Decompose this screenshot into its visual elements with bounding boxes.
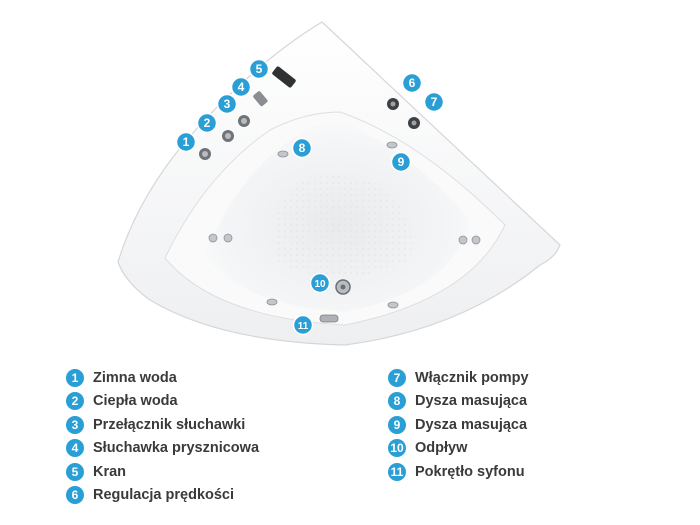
diagram-marker-number-2: 2	[204, 116, 211, 130]
speed-regulator-knob	[387, 98, 399, 110]
diagram-marker-number-3: 3	[224, 97, 231, 111]
callout-label-6: Regulacja prędkości	[93, 487, 235, 504]
legend-item-1: 1 Zimna woda	[66, 366, 259, 390]
callout-label-1: Zimna woda	[93, 369, 177, 386]
callout-number-6: 6	[66, 486, 84, 505]
diagram-marker-4: 4	[230, 76, 252, 98]
cold-water-knob	[199, 148, 211, 160]
hot-water-knob	[222, 130, 234, 142]
callout-number-1: 1	[66, 368, 84, 387]
drain	[335, 279, 351, 295]
diagram-marker-number-11: 11	[298, 321, 309, 332]
callout-number-4: 4	[66, 439, 84, 458]
diagram-marker-11: 11	[292, 314, 314, 336]
callout-label-8: Dysza masująca	[415, 393, 528, 410]
callout-label-10: Odpływ	[415, 440, 468, 457]
callout-number-5: 5	[66, 462, 84, 481]
callout-label-9: Dysza masująca	[415, 416, 528, 433]
legend-item-6: 6 Regulacja prędkości	[66, 484, 259, 508]
tap-spout	[272, 66, 296, 88]
callout-label-4: Słuchawka prysznicowa	[93, 440, 260, 457]
handset-switch-knob	[238, 115, 250, 127]
callout-number-10: 10	[388, 439, 406, 458]
legend-item-11: 11 Pokrętło syfonu	[388, 460, 529, 484]
legend-right-column: 7 Włącznik pompy 8 Dysza masująca 9 Dysz…	[388, 366, 529, 484]
siphon-knob	[319, 314, 339, 323]
pump-switch-knob	[408, 117, 420, 129]
diagram-marker-5: 5	[248, 58, 270, 80]
diagram-marker-number-8: 8	[299, 141, 306, 155]
callout-label-5: Kran	[93, 463, 127, 480]
shower-handset	[253, 91, 268, 107]
legend-item-5: 5 Kran	[66, 460, 259, 484]
callout-number-8: 8	[388, 392, 406, 411]
legend-item-2: 2 Ciepła woda	[66, 390, 259, 414]
diagram-marker-number-5: 5	[256, 62, 263, 76]
callout-number-9: 9	[388, 415, 406, 434]
massage-jet-bottom-right	[387, 301, 399, 309]
diagram-marker-number-10: 10	[314, 279, 326, 290]
massage-jet-left	[208, 233, 233, 243]
callout-number-11: 11	[388, 462, 406, 481]
legend-item-7: 7 Włącznik pompy	[388, 366, 529, 390]
legend-left-column: 1 Zimna woda 2 Ciepła woda 3 Przełącznik…	[66, 366, 259, 507]
massage-jet-8	[277, 150, 289, 158]
tub-bowl-texture	[273, 176, 412, 277]
legend-item-8: 8 Dysza masująca	[388, 390, 529, 414]
diagram-marker-10: 10	[309, 272, 331, 294]
legend-item-4: 4 Słuchawka prysznicowa	[66, 437, 259, 461]
callout-number-3: 3	[66, 415, 84, 434]
massage-jet-bottom-left	[266, 298, 278, 306]
diagram-marker-6: 6	[401, 72, 423, 94]
diagram-marker-1: 1	[175, 131, 197, 153]
legend-item-3: 3 Przełącznik słuchawki	[66, 413, 259, 437]
callout-label-11: Pokrętło syfonu	[415, 463, 525, 480]
diagram-marker-number-1: 1	[183, 135, 190, 149]
callout-label-2: Ciepła woda	[93, 393, 178, 410]
diagram-marker-2: 2	[196, 112, 218, 134]
legend-item-9: 9 Dysza masująca	[388, 413, 529, 437]
massage-jet-9	[386, 141, 398, 149]
diagram-marker-7: 7	[423, 91, 445, 113]
diagram-marker-number-9: 9	[398, 155, 405, 169]
callout-number-2: 2	[66, 392, 84, 411]
callout-number-7: 7	[388, 368, 406, 387]
callout-label-7: Włącznik pompy	[415, 369, 529, 386]
diagram-marker-number-6: 6	[409, 76, 416, 90]
massage-jet-right	[458, 235, 481, 245]
diagram-marker-8: 8	[291, 137, 313, 159]
callout-label-3: Przełącznik słuchawki	[93, 416, 246, 433]
diagram-marker-3: 3	[216, 93, 238, 115]
legend-item-10: 10 Odpływ	[388, 437, 529, 461]
diagram-marker-9: 9	[390, 151, 412, 173]
diagram-marker-number-4: 4	[238, 80, 245, 94]
diagram-marker-number-7: 7	[431, 95, 438, 109]
